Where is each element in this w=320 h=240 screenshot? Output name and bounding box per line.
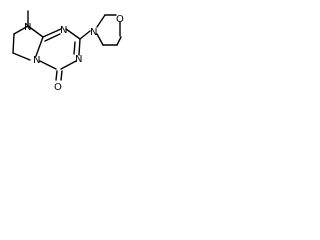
atom-n-methyl: N (24, 22, 31, 33)
atom-o-carbonyl: O (54, 82, 62, 93)
bond-ring5-top-left (13, 25, 29, 35)
bond-ring6-top-double (44, 33, 61, 42)
atom-n-morpholine: N (90, 27, 97, 38)
bond-morph-6 (116, 36, 122, 46)
bond-to-morpholine (79, 30, 91, 40)
atom-n-bridge: N (33, 55, 40, 66)
chemical-structure-diagram: N N N N N O O (0, 0, 128, 94)
atom-o-morpholine: O (116, 14, 124, 25)
bond-ring5-bottom-left (12, 52, 31, 61)
bond-ring6-bottom-right (60, 60, 77, 70)
atom-n-ring-a: N (60, 25, 67, 36)
bond-carbonyl-a (55, 70, 58, 81)
bond-fused-shared (35, 36, 44, 57)
bond-ring6-top (42, 28, 62, 38)
bond-morph-1 (96, 14, 106, 28)
bond-ring6-top-right (65, 28, 81, 40)
bond-carbonyl-b (60, 70, 63, 81)
bond-ring6-bottom-left (39, 60, 57, 70)
bond-ring6-right-double (73, 41, 76, 55)
bond-morph-4 (96, 33, 104, 46)
bond-ring6-right (78, 38, 81, 56)
bond-ring5-top-right (27, 25, 44, 38)
bond-ring5-left (12, 33, 15, 54)
atom-n-ring-b: N (75, 54, 82, 65)
molecule-svg: N N N N N O O (12, 10, 124, 93)
